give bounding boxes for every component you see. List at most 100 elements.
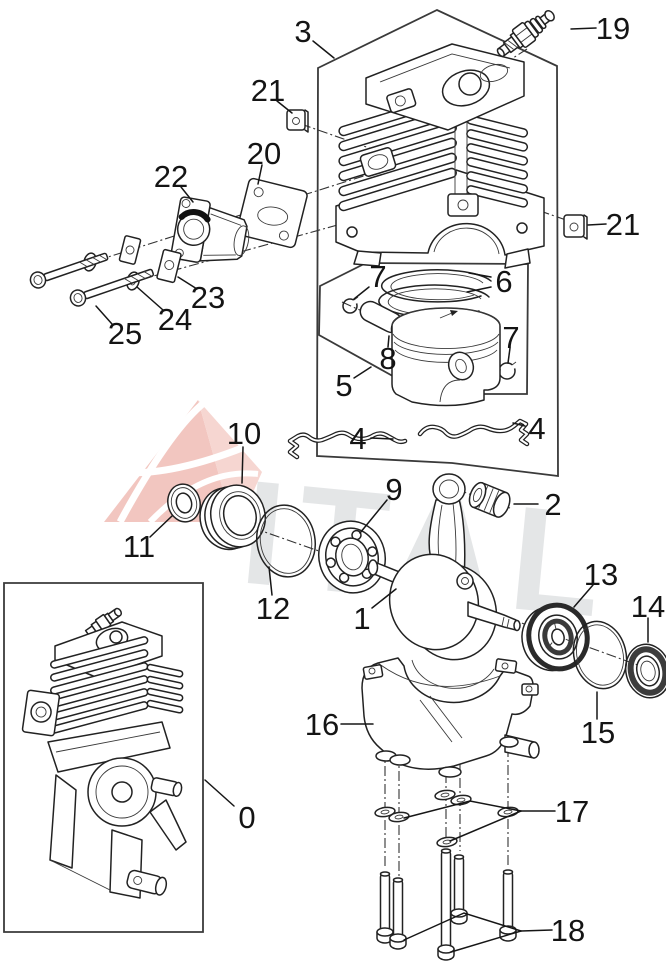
callout-label-2[interactable]: 2 [544,487,561,522]
callout-3[interactable]: 3 [294,14,335,59]
callout-16[interactable]: 16 [305,707,374,742]
callout-leader-line [587,223,607,226]
group-box-3 [316,9,559,478]
part-retainer-clip [417,418,530,447]
callout-leader-line [449,810,522,842]
callout-label-22[interactable]: 22 [154,159,188,194]
callout-23[interactable]: 23 [177,276,225,315]
callout-leader-line [466,286,492,293]
callout-label-23[interactable]: 23 [191,280,225,315]
callout-label-16[interactable]: 16 [305,707,339,742]
callout-leader-line [359,499,388,534]
part-circlip [498,361,517,380]
callout-label-9[interactable]: 9 [385,472,402,507]
part-spacer-plate [118,235,142,265]
callout-8[interactable]: 8 [379,335,397,376]
part-oil-seal [167,483,201,523]
part-o-ring [572,620,628,690]
callout-7[interactable]: 7 [502,320,520,364]
callout-leader-line [512,422,526,427]
callout-17[interactable]: 17 [403,794,589,842]
callout-label-7[interactable]: 7 [502,320,519,355]
callout-label-24[interactable]: 24 [158,302,192,337]
callout-leader-line [180,186,194,203]
callout-4[interactable]: 4 [349,421,394,456]
callout-19[interactable]: 19 [570,11,630,46]
callout-5[interactable]: 5 [335,366,372,403]
parts-art [21,9,666,961]
callout-20[interactable]: 20 [247,136,281,185]
callout-21[interactable]: 21 [251,73,293,114]
callout-24[interactable]: 24 [136,286,192,337]
callout-leader-line [387,335,390,348]
callout-leader-line [353,286,370,300]
callout-leader-line [573,584,594,608]
callout-label-14[interactable]: 14 [631,589,665,624]
callout-22[interactable]: 22 [154,159,194,203]
part-circlip [342,296,359,314]
callout-4[interactable]: 4 [512,411,546,446]
callout-9[interactable]: 9 [359,472,403,534]
part-crankcase [361,657,540,778]
callout-2[interactable]: 2 [513,487,562,522]
callout-15[interactable]: 15 [581,691,615,750]
callout-label-0[interactable]: 0 [238,800,255,835]
callout-leader-line [276,100,293,114]
part-piston [391,307,501,407]
callout-0[interactable]: 0 [204,779,256,835]
callout-label-1[interactable]: 1 [353,601,370,636]
callout-leader-line [177,276,198,290]
part-crankshaft [367,473,521,661]
callout-leader-line [520,929,553,932]
part-screw [69,268,155,307]
callout-10[interactable]: 10 [227,416,261,484]
part-engine-assembly [21,607,187,899]
callout-label-4[interactable]: 4 [349,421,366,456]
callout-label-21[interactable]: 21 [251,73,285,108]
callout-25[interactable]: 25 [95,305,142,351]
callout-leader-line [257,164,263,185]
callout-label-25[interactable]: 25 [108,316,142,351]
callout-18[interactable]: 18 [403,912,585,953]
callout-1[interactable]: 1 [353,588,397,636]
callout-label-6[interactable]: 6 [495,264,512,299]
callout-label-20[interactable]: 20 [247,136,281,171]
callout-leader-line [403,800,522,819]
part-screw [499,869,517,942]
part-washer [374,806,396,818]
callout-leader-line [370,437,394,440]
callout-label-18[interactable]: 18 [551,913,585,948]
callout-leader-line [204,779,235,807]
callout-label-5[interactable]: 5 [335,368,352,403]
callout-label-10[interactable]: 10 [227,416,261,451]
callout-label-12[interactable]: 12 [256,591,290,626]
part-washer [434,789,456,801]
callout-label-17[interactable]: 17 [555,794,589,829]
callout-6[interactable]: 6 [466,264,513,299]
callout-label-15[interactable]: 15 [581,715,615,750]
callout-label-7[interactable]: 7 [369,259,386,294]
part-o-ring [256,504,316,578]
callout-leader-line [507,347,511,364]
callout-21[interactable]: 21 [587,207,640,242]
callout-leader-line [95,305,113,325]
part-exhaust-gasket [236,177,308,249]
callout-label-3[interactable]: 3 [294,14,311,49]
callout-label-8[interactable]: 8 [379,341,396,376]
callout-label-19[interactable]: 19 [596,11,630,46]
callout-11[interactable]: 11 [123,515,173,564]
callout-14[interactable]: 14 [631,589,665,643]
callout-label-21[interactable]: 21 [606,207,640,242]
callout-13[interactable]: 13 [573,557,618,608]
callout-leader-line [371,588,397,609]
part-ball-bearing [521,602,590,672]
part-ball-bearing [318,520,386,594]
callout-leader-line [570,27,597,30]
callout-leader-line [353,366,372,379]
callout-label-13[interactable]: 13 [584,557,618,592]
callout-label-11[interactable]: 11 [123,529,155,564]
callout-12[interactable]: 12 [256,566,290,626]
callout-7[interactable]: 7 [353,259,387,300]
callout-label-4[interactable]: 4 [528,411,545,446]
